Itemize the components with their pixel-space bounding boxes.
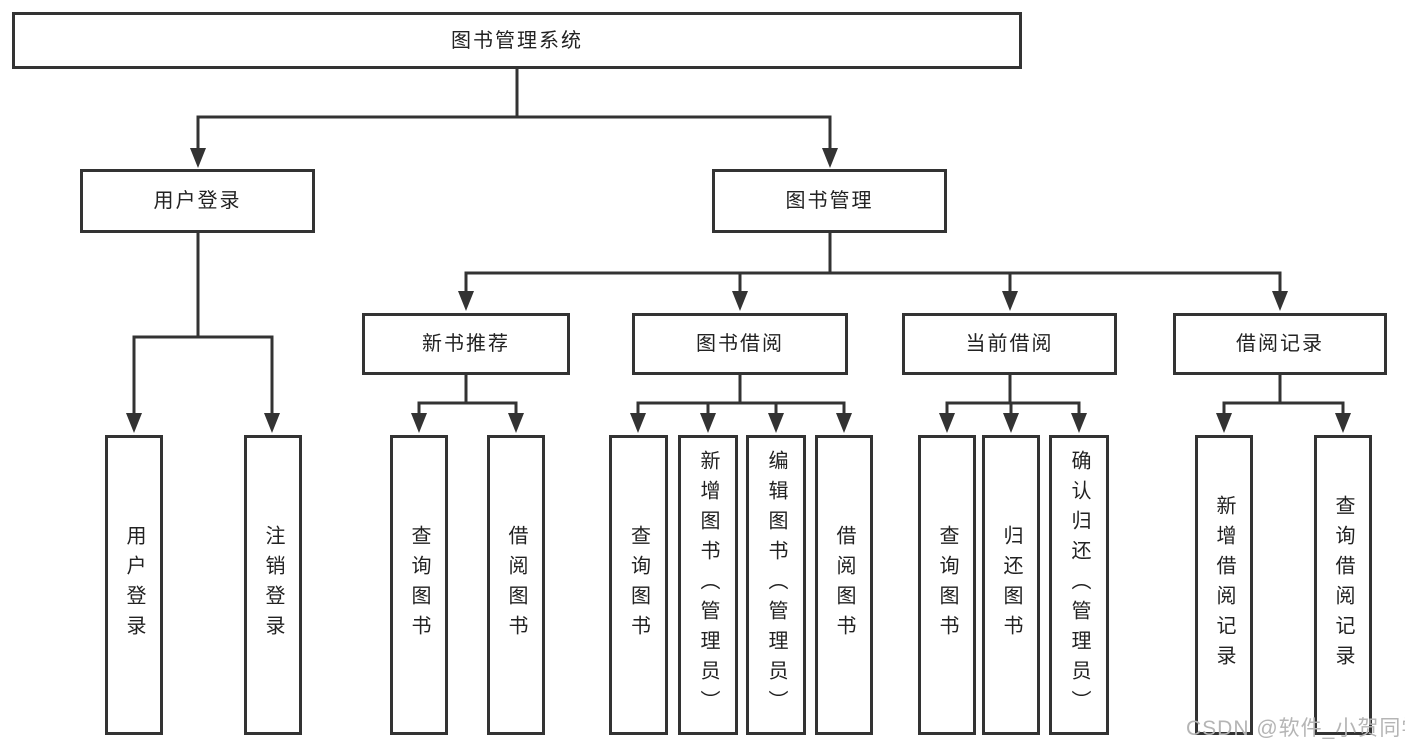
node-leaf-query-borrow-record-label: 查询借阅记录 bbox=[1332, 495, 1354, 675]
connector-borrowing-to-leaves bbox=[636, 373, 846, 419]
node-leaf-logout: 注销登录 bbox=[244, 435, 302, 735]
node-leaf-query-books-borrowing-label: 查询图书 bbox=[627, 525, 650, 645]
node-leaf-add-book-admin: 新增图书（管理员） bbox=[678, 435, 738, 735]
node-new-book-recommend-label: 新书推荐 bbox=[422, 333, 510, 355]
node-leaf-query-books-borrowing: 查询图书 bbox=[609, 435, 668, 735]
connector-bookmgmt-to-level3 bbox=[464, 231, 1282, 297]
node-new-book-recommend: 新书推荐 bbox=[362, 313, 570, 375]
node-root-label: 图书管理系统 bbox=[451, 29, 583, 52]
node-user-login-label: 用户登录 bbox=[153, 190, 242, 212]
node-leaf-user-login: 用户登录 bbox=[105, 435, 163, 735]
connector-recommend-to-leaves bbox=[417, 373, 518, 419]
node-leaf-query-borrow-record: 查询借阅记录 bbox=[1314, 435, 1372, 735]
connector-root-to-level2 bbox=[196, 67, 832, 154]
connector-records-to-leaves bbox=[1222, 373, 1345, 419]
node-leaf-edit-book-admin-label: 编辑图书（管理员） bbox=[765, 450, 787, 720]
node-borrowing-records-label: 借阅记录 bbox=[1236, 333, 1324, 355]
node-leaf-confirm-return-admin: 确认归还（管理员） bbox=[1049, 435, 1109, 735]
node-book-borrowing: 图书借阅 bbox=[632, 313, 848, 375]
node-book-management-label: 图书管理 bbox=[785, 190, 874, 212]
connector-current-to-leaves bbox=[945, 373, 1081, 419]
node-leaf-borrow-books-recommend-label: 借阅图书 bbox=[505, 525, 527, 645]
node-leaf-return-book: 归还图书 bbox=[982, 435, 1040, 735]
node-leaf-add-borrow-record: 新增借阅记录 bbox=[1195, 435, 1253, 735]
node-current-borrowing-label: 当前借阅 bbox=[965, 333, 1054, 355]
node-current-borrowing: 当前借阅 bbox=[902, 313, 1117, 375]
connector-userlogin-to-leaves bbox=[132, 231, 274, 419]
node-leaf-query-books-current-label: 查询图书 bbox=[936, 525, 958, 645]
node-leaf-borrow-books-recommend: 借阅图书 bbox=[487, 435, 545, 735]
node-book-borrowing-label: 图书借阅 bbox=[696, 333, 784, 355]
node-leaf-edit-book-admin: 编辑图书（管理员） bbox=[746, 435, 806, 735]
node-root: 图书管理系统 bbox=[12, 12, 1022, 69]
node-leaf-add-book-admin-label: 新增图书（管理员） bbox=[697, 450, 719, 720]
node-borrowing-records: 借阅记录 bbox=[1173, 313, 1387, 375]
node-book-management: 图书管理 bbox=[712, 169, 947, 233]
node-leaf-return-book-label: 归还图书 bbox=[1000, 525, 1022, 645]
node-leaf-borrow-books-label: 借阅图书 bbox=[833, 525, 855, 645]
node-leaf-query-books-recommend-label: 查询图书 bbox=[408, 525, 430, 645]
node-leaf-add-borrow-record-label: 新增借阅记录 bbox=[1213, 495, 1235, 675]
arrowhead-icons bbox=[126, 148, 1351, 433]
watermark: CSDN @软件_小贺同学 bbox=[1186, 717, 1405, 740]
node-leaf-user-login-label: 用户登录 bbox=[123, 525, 145, 645]
node-leaf-query-books-recommend: 查询图书 bbox=[390, 435, 448, 735]
node-leaf-borrow-books: 借阅图书 bbox=[815, 435, 873, 735]
node-leaf-logout-label: 注销登录 bbox=[262, 525, 284, 645]
node-leaf-query-books-current: 查询图书 bbox=[918, 435, 976, 735]
node-leaf-confirm-return-admin-label: 确认归还（管理员） bbox=[1068, 450, 1090, 720]
node-user-login: 用户登录 bbox=[80, 169, 315, 233]
